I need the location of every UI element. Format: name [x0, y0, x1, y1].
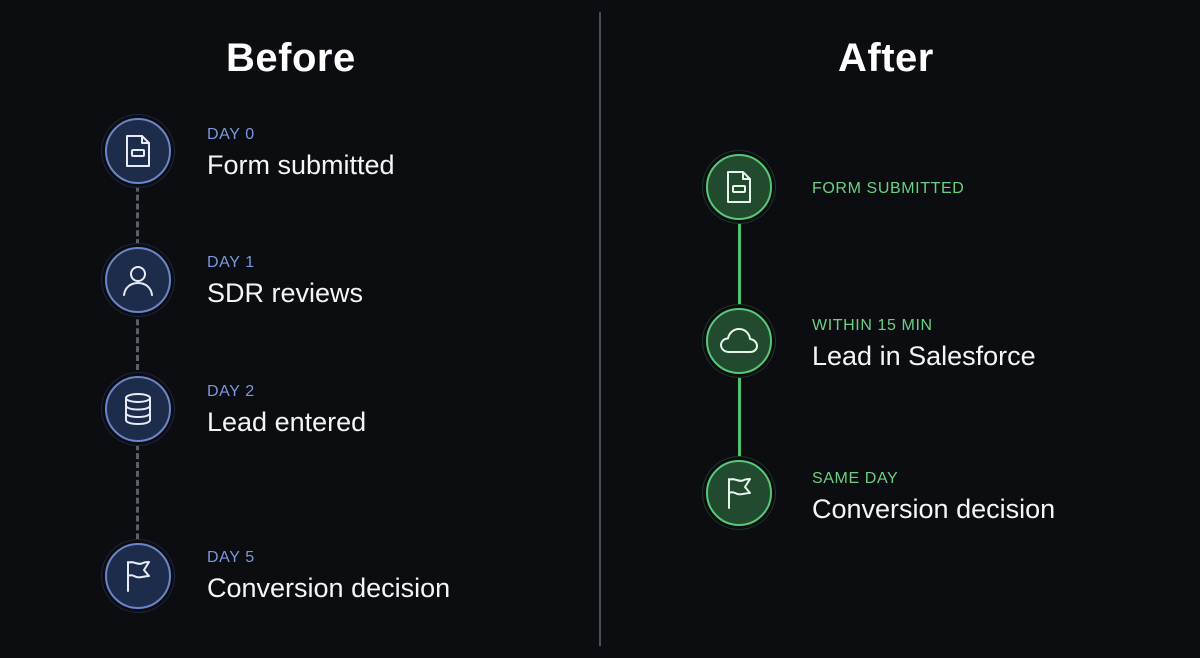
before-step-3-node [105, 543, 171, 609]
before-step-3-title: Conversion decision [207, 573, 451, 603]
before-step-3: DAY 5 Conversion decision [207, 548, 450, 605]
flag-icon [127, 561, 150, 592]
before-step-1-node [105, 247, 171, 313]
after-step-0-node [706, 154, 772, 220]
after-step-0: FORM SUBMITTED [812, 179, 964, 199]
before-title: Before [226, 36, 356, 80]
document-icon [727, 171, 751, 203]
after-panel: After FORM SUBMITTED WITHIN 15 MIN Lead … [602, 0, 1200, 658]
after-title: After [838, 36, 934, 80]
document-icon [126, 135, 150, 167]
after-step-2-title: Conversion decision [812, 494, 1056, 524]
before-step-0-node [105, 118, 171, 184]
after-step-1-node [706, 308, 772, 374]
user-icon [123, 266, 153, 296]
cloud-icon [720, 328, 758, 353]
panel-divider [599, 12, 601, 646]
after-step-1-label: WITHIN 15 MIN [812, 317, 933, 334]
flag-icon [728, 478, 751, 509]
after-step-2: SAME DAY Conversion decision [812, 469, 1055, 526]
after-step-1-title: Lead in Salesforce [812, 341, 1036, 371]
before-step-2-title: Lead entered [207, 407, 367, 437]
after-step-0-label: FORM SUBMITTED [812, 180, 965, 197]
before-step-2-label: DAY 2 [207, 383, 255, 400]
before-step-1-label: DAY 1 [207, 254, 255, 271]
before-step-1-title: SDR reviews [207, 278, 364, 308]
before-step-0-title: Form submitted [207, 150, 395, 180]
database-icon [125, 393, 151, 426]
before-panel: Before DAY 0 Form submitted DAY 1 SDR re… [0, 0, 598, 658]
after-step-2-node [706, 460, 772, 526]
after-step-1: WITHIN 15 MIN Lead in Salesforce [812, 316, 1036, 373]
before-step-0: DAY 0 Form submitted [207, 125, 395, 182]
before-step-0-label: DAY 0 [207, 126, 255, 143]
before-timeline-connector [136, 150, 139, 575]
before-step-2: DAY 2 Lead entered [207, 382, 366, 439]
after-step-2-label: SAME DAY [812, 470, 899, 487]
before-step-3-label: DAY 5 [207, 549, 255, 566]
before-step-2-node [105, 376, 171, 442]
before-step-1: DAY 1 SDR reviews [207, 253, 363, 310]
